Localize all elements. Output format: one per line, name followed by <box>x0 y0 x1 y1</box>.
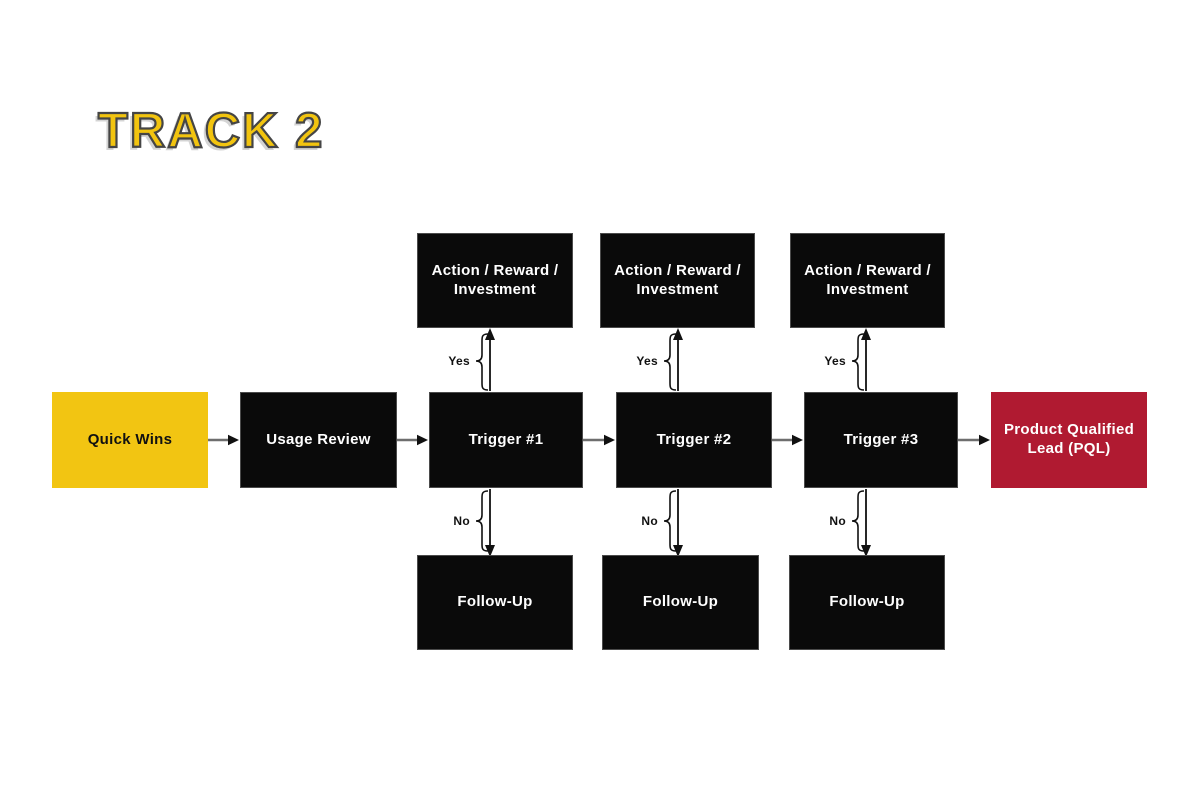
arrow-quickwins-usagereview <box>208 434 239 446</box>
brace-no-1 <box>475 490 489 552</box>
arrow-trigger3-yes-up <box>861 328 871 391</box>
branch-label-yes-1: Yes <box>448 354 470 368</box>
node-action-reward-2: Action / Reward / Investment <box>600 233 755 328</box>
node-trigger-3: Trigger #3 <box>804 392 958 488</box>
arrow-trigger1-trigger2 <box>583 434 615 446</box>
node-product-qualified-lead: Product Qualified Lead (PQL) <box>991 392 1147 488</box>
page-title: TRACK 2 <box>97 103 325 159</box>
arrow-trigger1-no-down <box>485 489 495 557</box>
branch-label-yes-2: Yes <box>636 354 658 368</box>
brace-yes-1 <box>475 333 489 391</box>
arrow-trigger1-yes-up <box>485 328 495 391</box>
brace-no-3 <box>851 490 865 552</box>
arrow-usagereview-trigger1 <box>397 434 428 446</box>
node-label: Follow-Up <box>642 593 719 611</box>
node-label: Quick Wins <box>87 430 173 448</box>
node-label: Follow-Up <box>457 593 533 611</box>
arrow-trigger3-pql <box>958 434 990 446</box>
arrow-trigger2-yes-up <box>673 328 683 391</box>
node-label: Action / Reward / Investment <box>431 261 559 298</box>
brace-yes-2 <box>663 333 677 391</box>
arrow-trigger2-no-down <box>673 489 683 557</box>
node-label: Action / Reward / Investment <box>614 261 741 298</box>
arrow-trigger3-no-down <box>861 489 871 557</box>
branch-label-yes-3: Yes <box>824 354 846 368</box>
node-label: Follow-Up <box>829 593 905 611</box>
node-followup-1: Follow-Up <box>417 555 573 650</box>
node-action-reward-1: Action / Reward / Investment <box>417 233 573 328</box>
node-trigger-2: Trigger #2 <box>616 392 772 488</box>
arrow-trigger2-trigger3 <box>772 434 803 446</box>
node-label: Trigger #2 <box>656 430 732 448</box>
node-action-reward-3: Action / Reward / Investment <box>790 233 945 328</box>
node-label: Action / Reward / Investment <box>804 261 931 298</box>
branch-label-no-1: No <box>453 514 470 528</box>
node-label: Usage Review <box>266 430 371 448</box>
node-quick-wins: Quick Wins <box>52 392 208 488</box>
node-usage-review: Usage Review <box>240 392 397 488</box>
node-followup-2: Follow-Up <box>602 555 759 650</box>
node-trigger-1: Trigger #1 <box>429 392 583 488</box>
node-label: Product Qualified Lead (PQL) <box>1003 421 1135 457</box>
brace-no-2 <box>663 490 677 552</box>
node-label: Trigger #3 <box>843 430 919 448</box>
node-label: Trigger #1 <box>468 430 544 448</box>
branch-label-no-2: No <box>641 514 658 528</box>
brace-yes-3 <box>851 333 865 391</box>
node-followup-3: Follow-Up <box>789 555 945 650</box>
branch-label-no-3: No <box>829 514 846 528</box>
